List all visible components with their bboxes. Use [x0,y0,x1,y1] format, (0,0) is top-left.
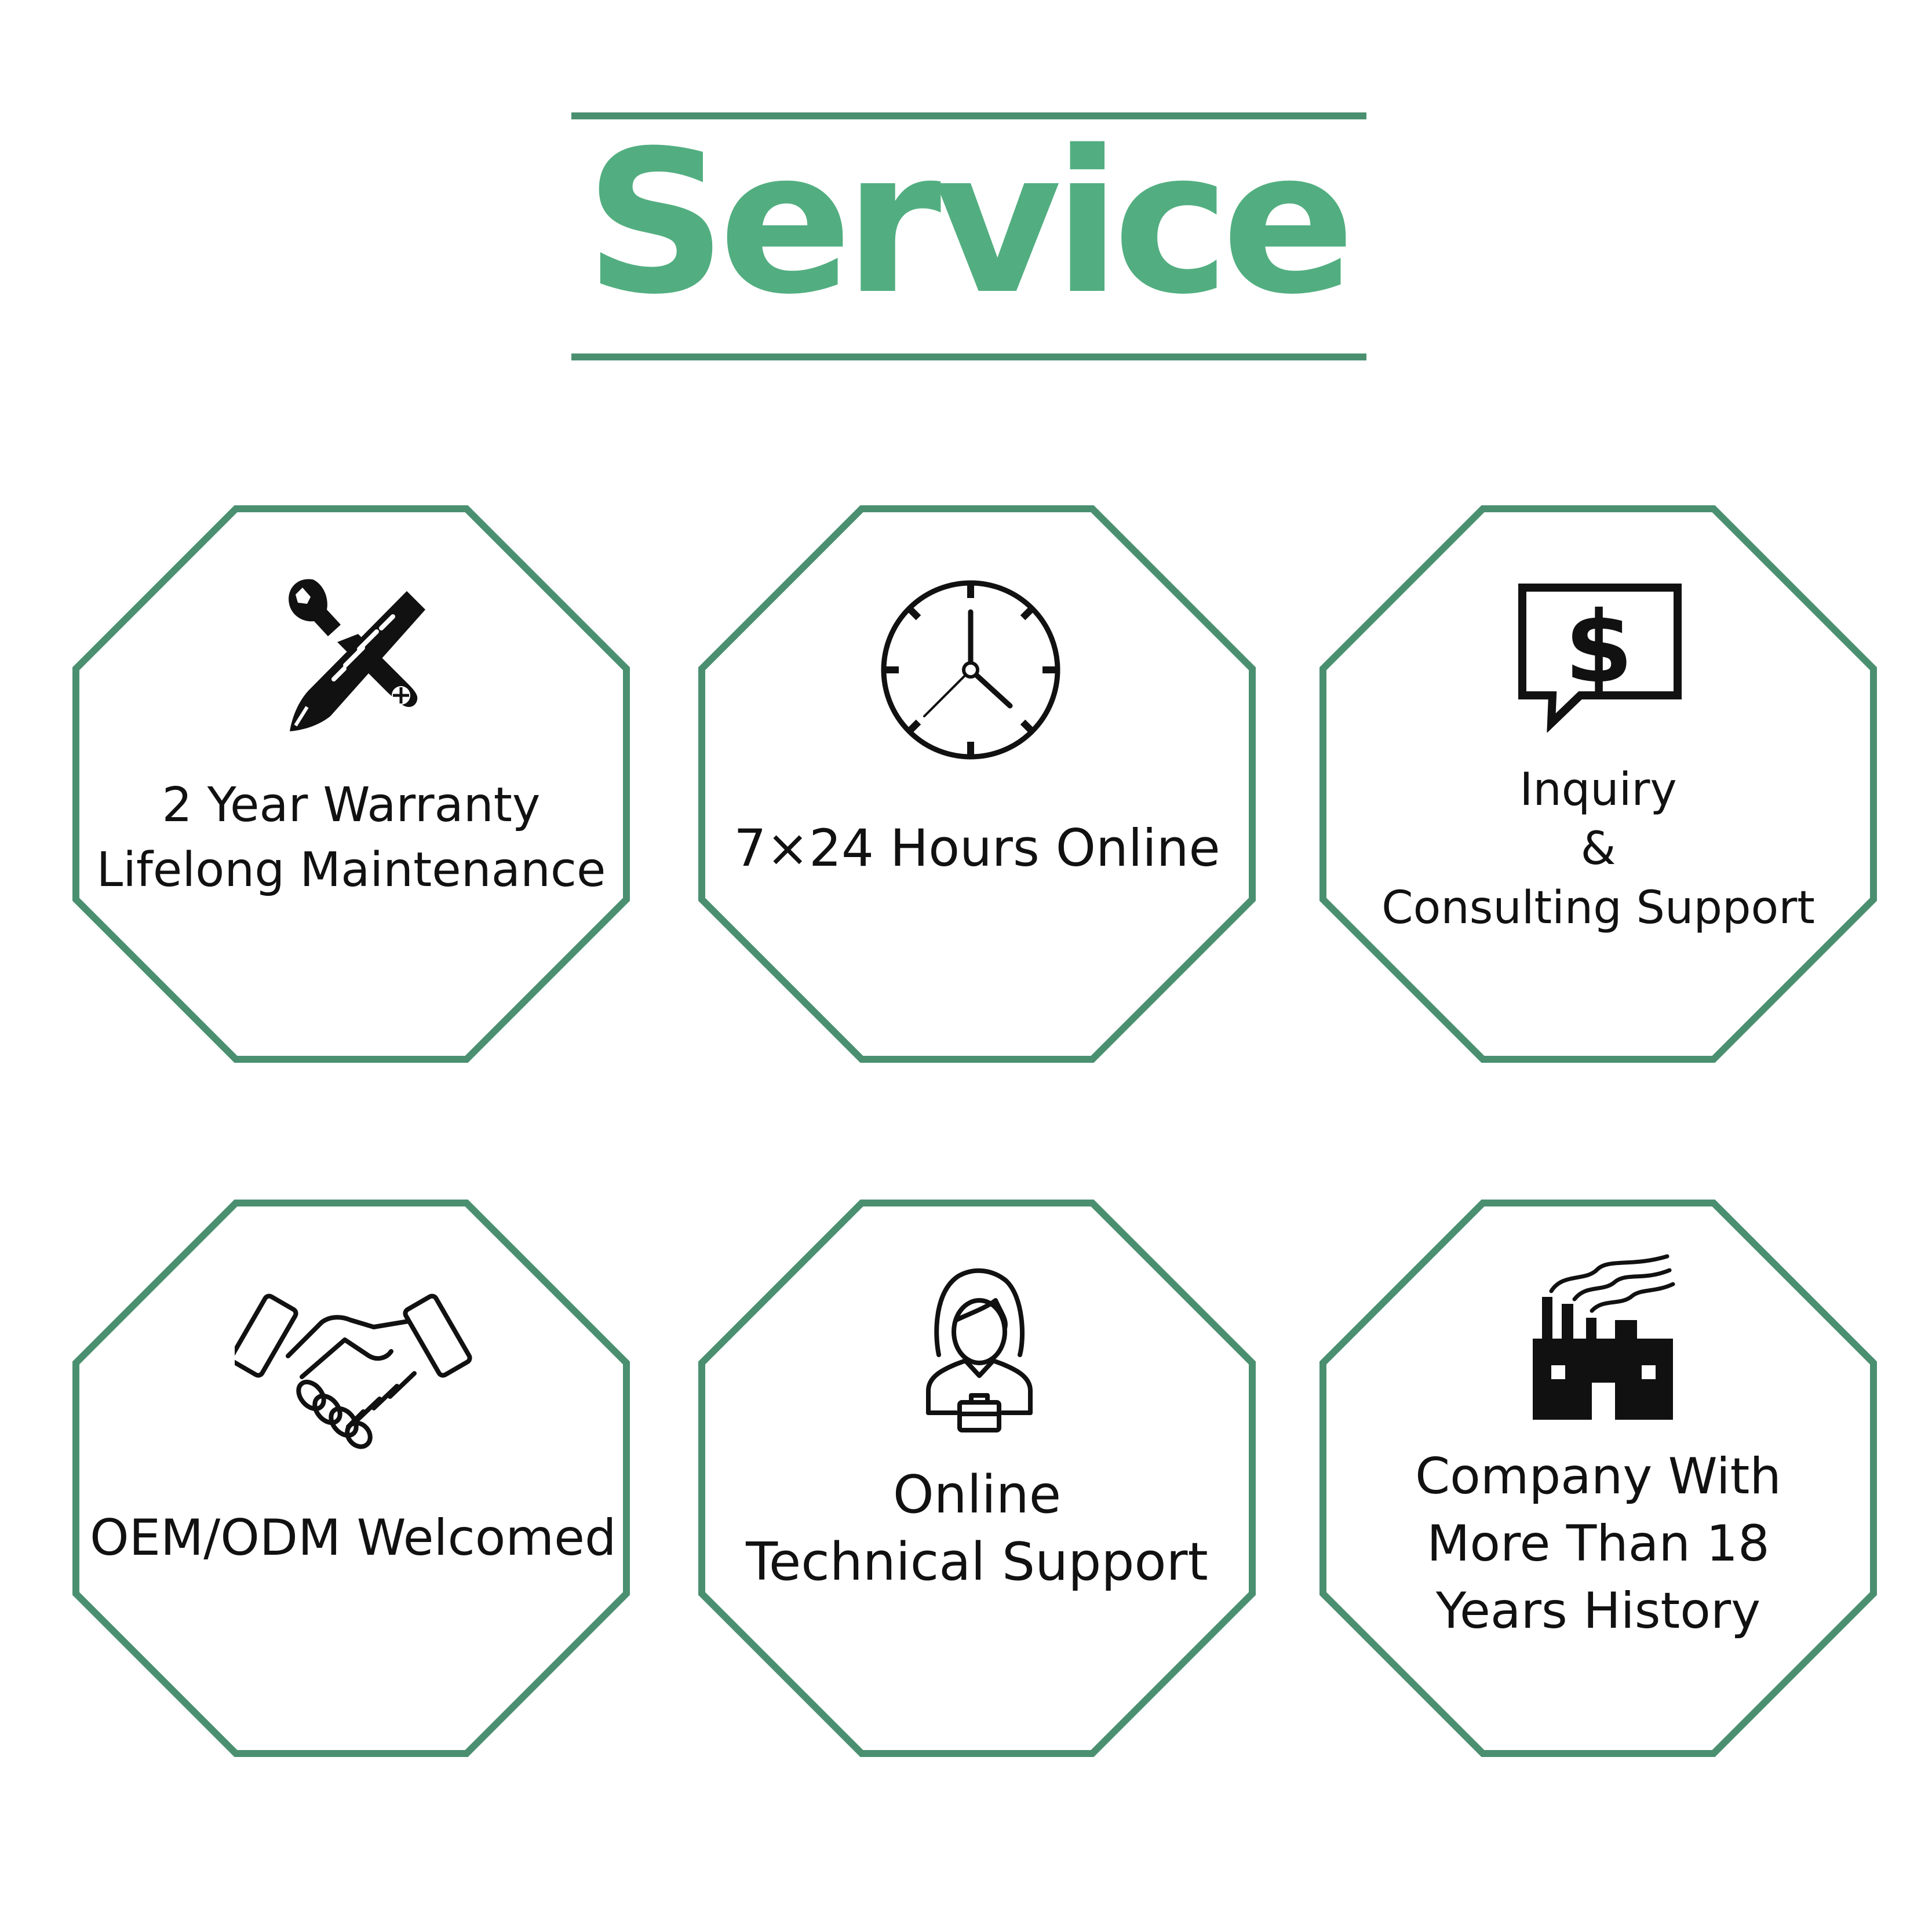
wrench-pencil-icon [289,579,425,731]
label-line: Years History [1435,1582,1761,1640]
handshake-icon [235,1293,472,1449]
service-card-hours-online: 7×24 Hours Online [698,505,1256,1063]
factory-icon [1533,1254,1675,1420]
octagon-frame [698,505,1256,1063]
service-label: 7×24 Hours Online [716,816,1238,881]
octagon-frame [72,505,630,1063]
title-rule-top [571,112,1366,119]
clock-icon [881,580,1060,760]
label-line: Online [892,1464,1062,1525]
octagon-frame [72,1200,630,1757]
octagon-frame [1319,505,1877,1063]
service-card-inquiry-consulting: $ Inquiry & Consulting Support [1319,505,1877,1063]
service-card-oem-odm: OEM/ODM Welcomed [72,1200,630,1757]
label-line: Inquiry [1519,764,1677,816]
title-rule-bottom [571,353,1366,360]
label-line: 2 Year Warranty [162,778,541,833]
service-label: OEM/ODM Welcomed [90,1505,617,1570]
service-label: Company With More Than 18 Years History [1337,1443,1860,1645]
service-label: Online Technical Support [716,1461,1238,1596]
label-line: More Than 18 [1427,1515,1770,1573]
service-card-warranty: 2 Year Warranty Lifelong Maintenance [72,505,630,1063]
svg-text:$: $ [1565,590,1633,705]
label-line: & [1580,823,1616,875]
dollar-speech-bubble-icon: $ [1518,584,1682,732]
service-card-technical-support: Online Technical Support [698,1200,1256,1757]
label-line: Technical Support [746,1532,1208,1592]
octagon-frame [698,1200,1256,1757]
page-title: Service [585,108,1355,338]
label-line: Lifelong Maintenance [96,843,606,898]
label-line: Company With [1415,1448,1781,1505]
support-agent-icon [926,1268,1033,1432]
label-line: Consulting Support [1381,882,1815,934]
label-line: OEM/ODM Welcomed [90,1509,617,1567]
label-line: 7×24 Hours Online [734,818,1220,878]
service-card-company-history: Company With More Than 18 Years History [1319,1200,1877,1757]
service-label: 2 Year Warranty Lifelong Maintenance [90,773,613,903]
octagon-frame [1319,1200,1877,1757]
service-label: Inquiry & Consulting Support [1337,760,1860,938]
